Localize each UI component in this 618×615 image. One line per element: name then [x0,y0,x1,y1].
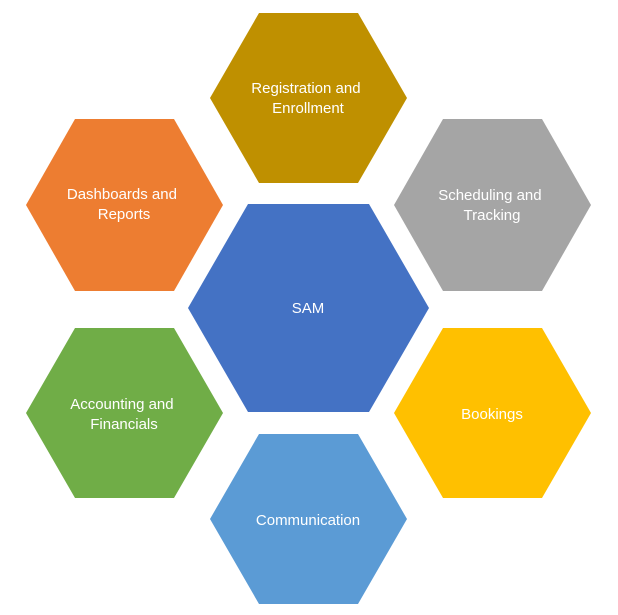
hexagon-label-line: Financials [90,416,158,433]
hexagon-label-line: Tracking [464,207,521,224]
hexagon-accounting: Accounting and Financials [26,328,223,498]
hexagon-scheduling: Scheduling and Tracking [394,119,591,291]
hexagon-label-line: Bookings [461,406,523,423]
center-hexagon: SAM [188,204,429,412]
hexagon-registration: Registration and Enrollment [210,13,407,183]
center-hexagon-label: SAM [292,300,325,317]
hexagon-communication: Communication [210,434,407,604]
hexagon-label-line: Registration and [251,80,360,97]
hexagon-scheduling-shape [394,119,591,291]
hexagon-label-line: Reports [98,206,151,223]
hexagon-dashboards-shape [26,119,223,291]
hexagon-label-line: Enrollment [272,100,345,117]
hexagon-label-line: Dashboards and [67,186,177,203]
hexagon-bookings: Bookings [394,328,591,498]
hexagon-label-line: Accounting and [70,396,173,413]
hexagon-communication-label: Communication [256,512,360,529]
hexagon-scheduling-label: Scheduling and Tracking [438,187,546,224]
hexagon-accounting-shape [26,328,223,498]
hexagon-accounting-label: Accounting and Financials [70,396,178,433]
hexagon-bookings-shape [394,328,591,498]
hexagon-dashboards: Dashboards and Reports [26,119,223,291]
hexagon-communication-shape [210,434,407,604]
center-hexagon-shape [188,204,429,412]
center-label-text: SAM [292,300,325,317]
hexagon-dashboards-label: Dashboards and Reports [67,186,181,223]
hexagon-registration-label: Registration and Enrollment [251,80,364,117]
hexagon-registration-shape [210,13,407,183]
hexagon-label-line: Scheduling and [438,187,541,204]
hexagon-label-line: Communication [256,512,360,529]
hexagon-bookings-label: Bookings [461,406,523,423]
